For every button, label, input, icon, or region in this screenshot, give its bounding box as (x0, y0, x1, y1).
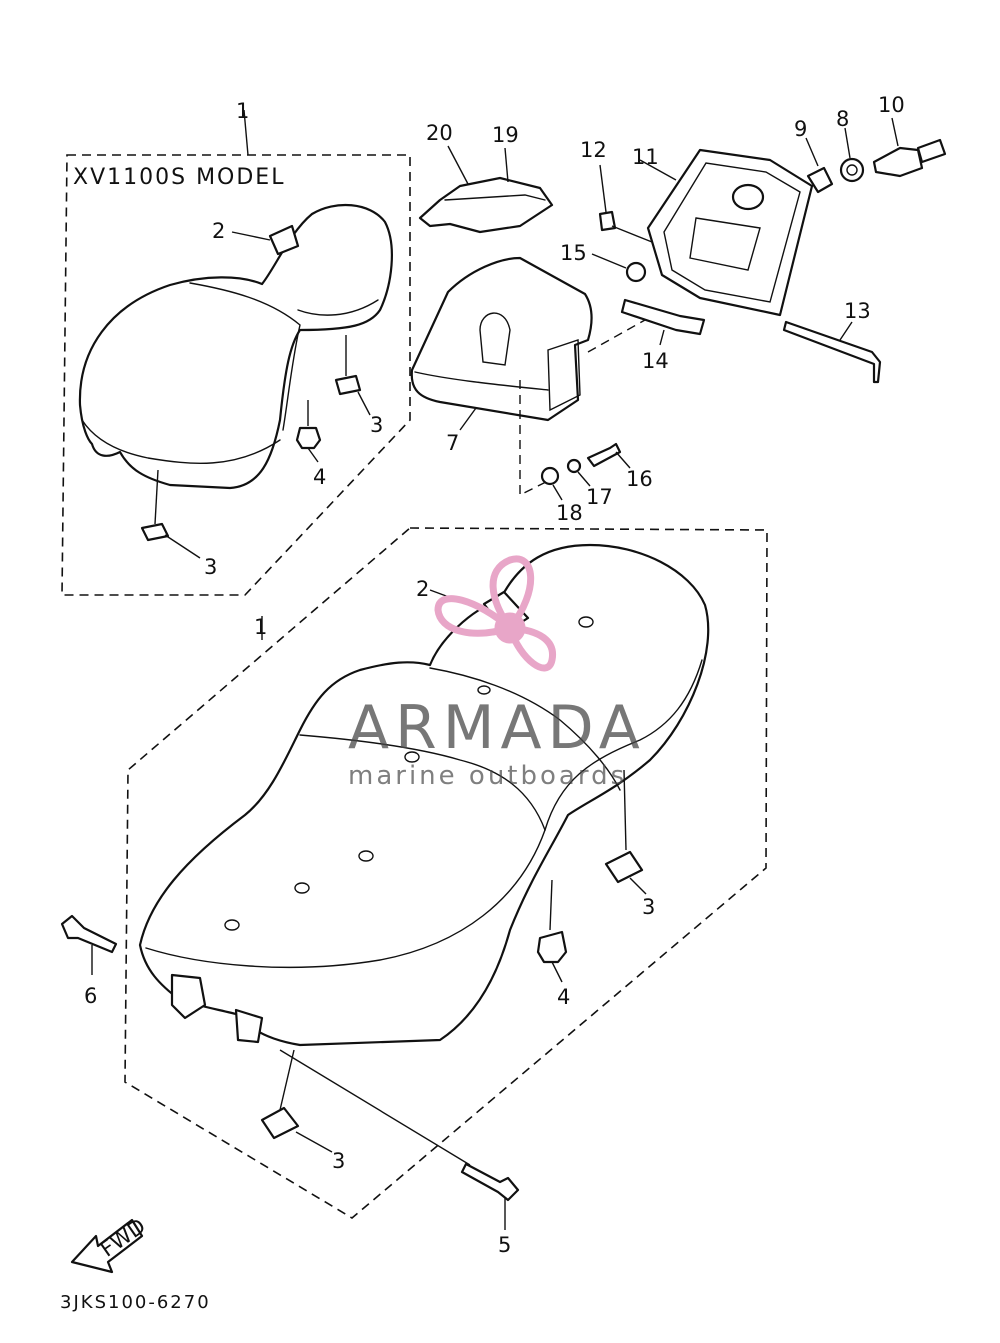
callout-15: 15 (560, 241, 587, 265)
callout-9: 9 (794, 117, 807, 141)
main-seat-seam-4 (544, 659, 703, 831)
callout-top-3b: 3 (204, 555, 217, 579)
callout-17: 17 (586, 485, 613, 509)
watermark-brand: ARMADA (348, 693, 646, 763)
watermark-group: ARMADA marine outboards (348, 555, 646, 791)
storage-case-slot (479, 312, 511, 366)
storage-lid-inner (663, 162, 801, 303)
main-seat (138, 543, 710, 1047)
clip-12 (598, 210, 617, 232)
model-dashed-boundary (61, 154, 411, 596)
main-clip-bottom (260, 1106, 300, 1140)
callout-main-4: 4 (557, 985, 570, 1009)
storage-case (410, 256, 593, 422)
washer-17 (566, 458, 582, 474)
rod-13 (782, 320, 882, 384)
plate-14 (620, 298, 706, 336)
main-clip-right (604, 850, 644, 884)
storage-assembly-group: 7 20 19 11 12 15 14 13 (410, 93, 947, 525)
callout-top-4: 4 (313, 465, 326, 489)
main-seat-seam-1 (145, 829, 546, 968)
callout-top-3a: 3 (370, 413, 383, 437)
storage-lid-frame (646, 148, 814, 317)
storage-lid-lock (731, 183, 765, 211)
small-seat-skirt (81, 419, 281, 465)
bracket-20 (418, 176, 554, 234)
callout-11: 11 (632, 145, 659, 169)
callout-7: 7 (446, 431, 459, 455)
small-damper (295, 426, 322, 450)
callout-8: 8 (836, 107, 849, 131)
storage-case-window (547, 339, 581, 412)
callout-14: 14 (642, 349, 669, 373)
small-clip-lower (140, 522, 170, 542)
bracket-20-band (444, 194, 546, 201)
key-10 (916, 138, 947, 164)
small-seat (78, 203, 393, 490)
main-seat-rear-bracket (234, 1008, 264, 1044)
fwd-arrow-label: FWD (96, 1214, 150, 1262)
nut-8 (839, 157, 865, 183)
propeller-logo-icon (434, 555, 557, 672)
fwd-arrow: FWD (70, 1214, 150, 1274)
callout-10: 10 (878, 93, 905, 117)
callout-18: 18 (556, 501, 583, 525)
storage-lid-recess (689, 217, 761, 271)
callout-top-1: 1 (236, 99, 249, 123)
cap-15 (625, 261, 647, 283)
xv1100s-model-group: XV1100S MODEL 1 2 3 4 3 (61, 99, 411, 596)
washer-9 (806, 166, 834, 194)
main-dashed-boundary (124, 527, 768, 1219)
main-seat-seam-3 (429, 667, 621, 791)
fwd-arrow-icon (70, 1218, 144, 1274)
watermark-tagline: marine outboards (348, 761, 627, 791)
callout-main-1: 1 (254, 615, 267, 639)
callout-13: 13 (844, 299, 871, 323)
washer-18 (540, 466, 560, 486)
callout-20: 20 (426, 121, 453, 145)
main-damper (536, 930, 568, 964)
callout-main-3b: 3 (332, 1149, 345, 1173)
small-seat-seam (189, 282, 301, 431)
drawing-code: 3JKS100-6270 (60, 1292, 211, 1313)
bolt-5 (460, 1162, 520, 1202)
callout-main-3a: 3 (642, 895, 655, 919)
model-box-label: XV1100S MODEL (73, 165, 285, 190)
lock-cylinder-10 (872, 146, 924, 178)
callout-main-6: 6 (84, 984, 97, 1008)
callout-main-5: 5 (498, 1233, 511, 1257)
callout-main-2: 2 (416, 577, 429, 601)
storage-case-edge (414, 371, 549, 391)
main-seat-front-bracket (170, 973, 207, 1020)
callout-16: 16 (626, 467, 653, 491)
small-clip-upper (334, 374, 362, 396)
small-seat-seam-2 (297, 299, 379, 316)
callout-top-2: 2 (212, 219, 225, 243)
bolt-6 (60, 914, 118, 954)
main-seat-group: 1 2 3 4 3 (60, 527, 768, 1257)
small-seat-tag (268, 224, 300, 256)
callout-12: 12 (580, 138, 607, 162)
bolt-16 (586, 442, 622, 468)
callout-19: 19 (492, 123, 519, 147)
main-seat-seam-2 (299, 734, 546, 831)
